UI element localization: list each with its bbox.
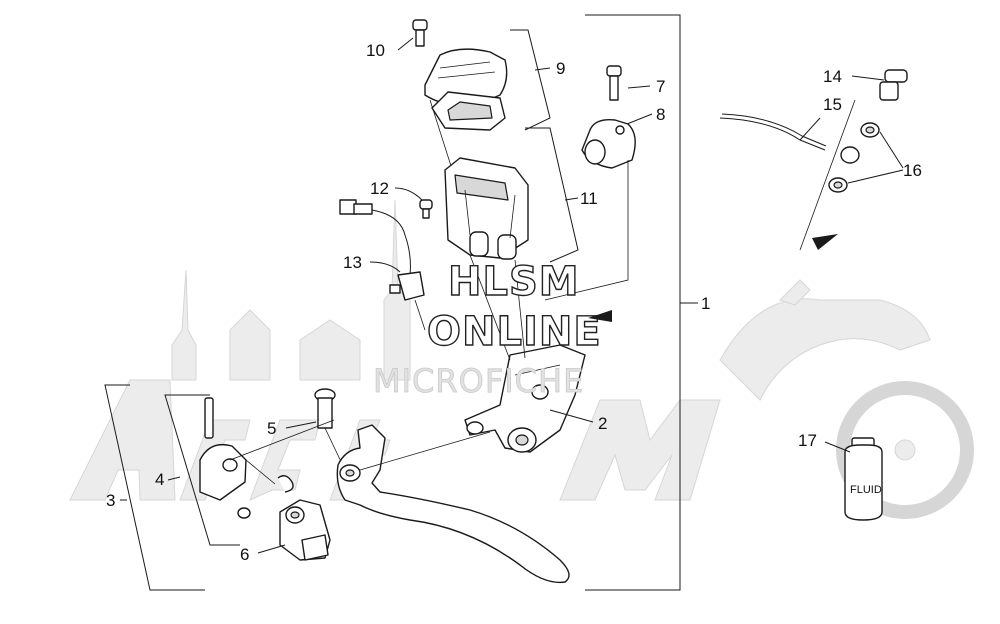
bracket-11	[525, 127, 579, 263]
callout-12: 12	[370, 179, 389, 198]
callout-5: 5	[267, 419, 276, 438]
callout-9: 9	[556, 59, 565, 78]
clamp-bolt-7	[606, 65, 651, 101]
handlebar-clamp-8	[544, 113, 653, 301]
watermark-line-1: HLSM	[448, 259, 580, 305]
cap-screw-10	[397, 19, 428, 51]
watermark-line-3: MICROFICHE	[373, 362, 584, 400]
brake-lever-3	[336, 424, 570, 584]
callout-6: 6	[240, 545, 249, 564]
bracket-4	[164, 394, 240, 546]
master-cylinder-2	[464, 254, 594, 453]
callout-1: 1	[701, 294, 710, 313]
adjuster-4	[199, 397, 335, 519]
callout-13: 13	[343, 253, 362, 272]
screw-12	[394, 187, 433, 219]
watermark-line-2: ONLINE	[427, 309, 602, 355]
callout-11: 11	[580, 189, 598, 208]
reservoir-body-11	[444, 157, 529, 260]
callout-17: 17	[798, 431, 817, 450]
callout-7: 7	[656, 77, 665, 96]
callout-4: 4	[155, 470, 164, 489]
bracket-3	[104, 384, 205, 591]
bracket-1	[585, 14, 698, 591]
brake-hose-15	[719, 113, 860, 164]
callout-16: 16	[903, 161, 922, 180]
hlsm-watermark: HLSM ONLINE MICROFICHE	[373, 258, 612, 400]
washers-16	[799, 99, 904, 251]
brake-switch-13	[339, 199, 426, 331]
callout-labels: 1 2 3 4 5 6 7 8 9 10 11 12 13 14 15 16 1…	[106, 41, 922, 564]
pivot-bolt-5	[285, 388, 346, 471]
lever-holder-6	[257, 499, 331, 561]
reservoir-cap-9	[424, 48, 508, 211]
brake-fluid-bottle-17: FLUID	[824, 437, 883, 521]
callout-2: 2	[598, 414, 607, 433]
callout-8: 8	[656, 105, 665, 124]
callout-3: 3	[106, 491, 115, 510]
callout-14: 14	[823, 67, 842, 86]
banjo-bolt-14	[851, 69, 908, 101]
callout-10: 10	[366, 41, 385, 60]
bracket-9	[510, 29, 551, 131]
bottle-label-text: FLUID	[850, 484, 882, 496]
callout-15: 15	[823, 95, 842, 114]
